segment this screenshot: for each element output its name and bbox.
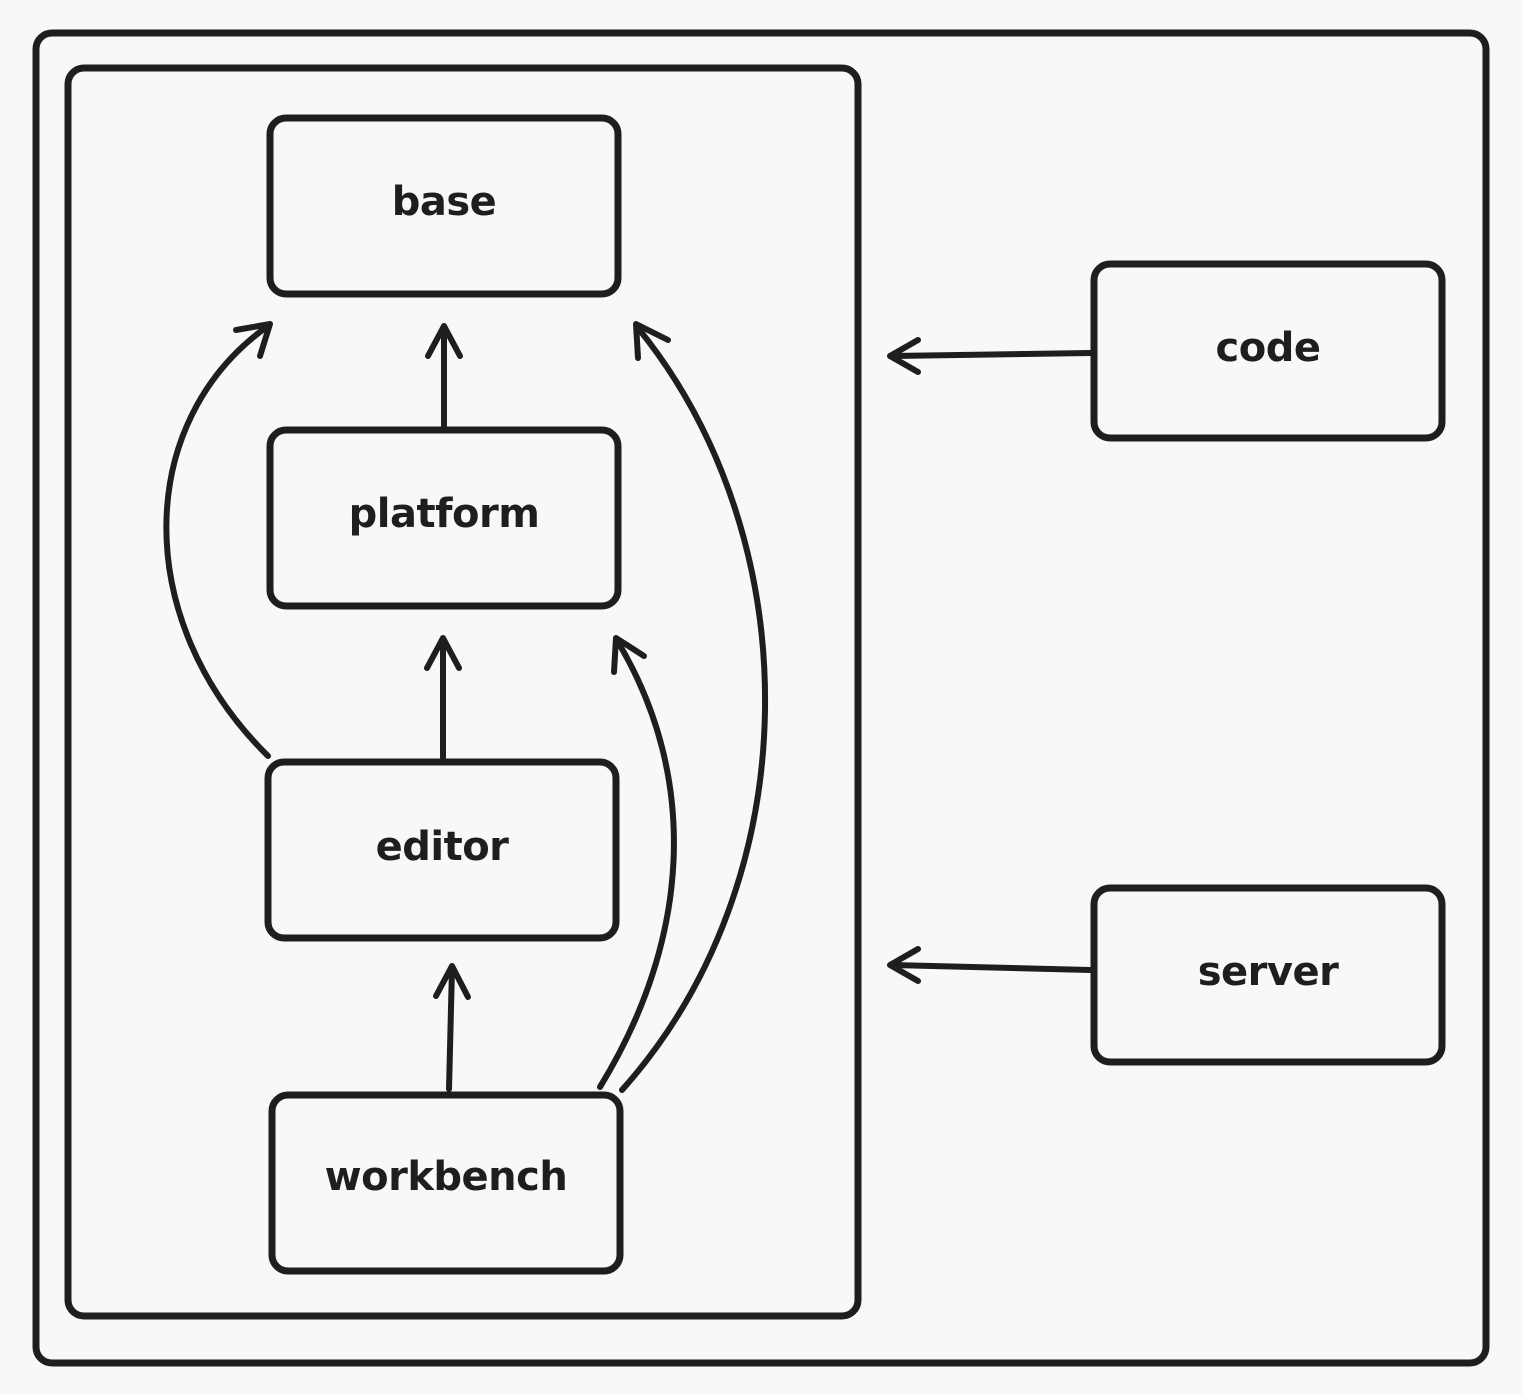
edge-workbench-to-platform bbox=[597, 635, 677, 1090]
node-code-label: code bbox=[1216, 325, 1321, 371]
node-server-box bbox=[1090, 884, 1446, 1066]
outer-frame bbox=[32, 29, 1490, 1367]
node-editor-label: editor bbox=[376, 824, 510, 870]
node-workbench-label: workbench bbox=[325, 1154, 568, 1200]
node-server-label: server bbox=[1198, 949, 1339, 995]
core-group-frame bbox=[64, 64, 862, 1320]
node-platform-label: platform bbox=[349, 491, 540, 537]
node-platform-box bbox=[266, 426, 622, 610]
node-base[interactable]: base bbox=[266, 114, 622, 298]
arrowhead-icon bbox=[233, 321, 273, 359]
arrowhead-icon bbox=[611, 635, 647, 675]
arrowhead-icon bbox=[425, 323, 463, 359]
node-editor-box bbox=[264, 758, 620, 942]
edge-workbench-to-editor bbox=[433, 963, 471, 1092]
edge-server-to-core bbox=[887, 946, 1093, 984]
node-base-box bbox=[266, 114, 622, 298]
arrowhead-icon bbox=[887, 946, 921, 984]
edge-editor-to-platform bbox=[424, 635, 462, 761]
node-workbench[interactable]: workbench bbox=[268, 1091, 624, 1275]
node-workbench-box bbox=[268, 1091, 624, 1275]
arrowhead-icon bbox=[424, 635, 462, 671]
arrowhead-icon bbox=[633, 321, 671, 361]
node-base-label: base bbox=[392, 179, 497, 225]
arrowhead-icon bbox=[433, 963, 471, 1000]
arrowhead-icon bbox=[887, 337, 921, 375]
edge-platform-to-base bbox=[425, 323, 463, 429]
node-server[interactable]: server bbox=[1090, 884, 1446, 1066]
edge-editor-to-base bbox=[163, 321, 273, 759]
edge-code-to-core bbox=[887, 337, 1093, 375]
node-code[interactable]: code bbox=[1090, 260, 1446, 442]
node-platform[interactable]: platform bbox=[266, 426, 622, 610]
node-code-box bbox=[1090, 260, 1446, 442]
node-editor[interactable]: editor bbox=[264, 758, 620, 942]
edge-workbench-to-base bbox=[619, 321, 768, 1093]
